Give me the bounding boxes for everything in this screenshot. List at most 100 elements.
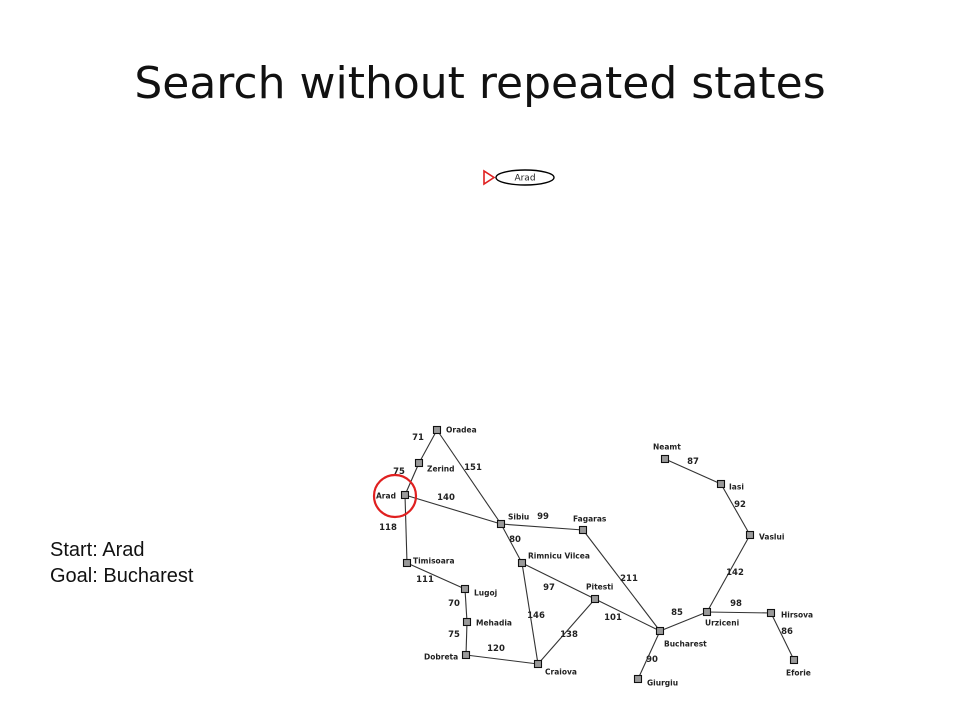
city-node-zerind [414, 458, 424, 468]
city-node-neamt [660, 454, 670, 464]
road-lugoj-mehadia [464, 588, 468, 623]
city-node-hirsova [766, 608, 776, 618]
city-label-dobreta: Dobreta [424, 653, 458, 662]
distance-label-fagaras-bucharest: 211 [620, 574, 638, 584]
city-node-lugoj [460, 584, 470, 594]
distance-label-mehadia-dobreta: 75 [448, 630, 460, 640]
road-pitesti-bucharest [594, 598, 661, 632]
city-label-fagaras: Fagaras [573, 515, 607, 524]
search-tree-root-node [495, 169, 555, 186]
city-label-mehadia: Mehadia [476, 619, 512, 628]
road-urziceni-hirsova [706, 611, 772, 614]
road-bucharest-giurgiu [637, 630, 661, 680]
city-node-arad [400, 490, 410, 500]
road-fagaras-bucharest [582, 529, 661, 632]
city-label-zerind: Zerind [427, 465, 455, 474]
road-arad-sibiu [404, 494, 502, 525]
city-label-craiova: Craiova [545, 668, 577, 677]
city-node-giurgiu [633, 674, 643, 684]
city-node-urziceni [702, 607, 712, 617]
road-dobreta-craiova [465, 654, 539, 665]
city-node-bucharest [655, 626, 665, 636]
distance-label-oradea-zerind: 71 [412, 433, 424, 443]
distance-label-arad-timisoara: 118 [379, 523, 397, 533]
distance-label-rimnicu-pitesti: 97 [543, 583, 555, 593]
road-rimnicu-craiova [521, 562, 539, 665]
problem-info: Start: Arad Goal: Bucharest [50, 537, 193, 589]
distance-label-timisoara-lugoj: 111 [416, 575, 434, 585]
city-node-mehadia [462, 617, 472, 627]
road-craiova-pitesti [537, 598, 596, 665]
road-sibiu-rimnicu [500, 523, 523, 564]
road-oradea-sibiu [436, 429, 502, 525]
city-node-rimnicu [517, 558, 527, 568]
city-label-urziceni: Urziceni [705, 619, 739, 628]
distance-label-hirsova-eforie: 86 [781, 627, 793, 637]
road-arad-timisoara [404, 494, 408, 564]
distance-label-iasi-neamt: 87 [687, 457, 699, 467]
city-label-hirsova: Hirsova [781, 611, 813, 620]
distance-label-lugoj-mehadia: 70 [448, 599, 460, 609]
map-cities [400, 425, 799, 684]
road-sibiu-fagaras [500, 523, 584, 531]
road-mehadia-dobreta [465, 621, 468, 656]
city-label-timisoara: Timisoara [413, 557, 455, 566]
goal-text: Goal: Bucharest [50, 565, 194, 587]
highlight-circle [372, 473, 418, 519]
city-node-iasi [716, 479, 726, 489]
distance-label-sibiu-rimnicu: 80 [509, 535, 521, 545]
city-label-iasi: Iasi [729, 483, 744, 492]
city-label-neamt: Neamt [653, 443, 681, 452]
road-zerind-arad [404, 462, 420, 496]
city-node-eforie [789, 655, 799, 665]
distance-label-urziceni-vaslui: 142 [726, 568, 744, 578]
road-vaslui-iasi [720, 483, 751, 536]
city-node-timisoara [402, 558, 412, 568]
start-text: Start: Arad [50, 539, 145, 561]
slide-title: Search without repeated states [134, 58, 826, 109]
distance-label-craiova-pitesti: 138 [560, 630, 578, 640]
city-node-fagaras [578, 525, 588, 535]
distance-label-urziceni-hirsova: 98 [730, 599, 742, 609]
city-label-bucharest: Bucharest [664, 640, 707, 649]
distance-label-vaslui-iasi: 92 [734, 500, 746, 510]
road-oradea-zerind [418, 429, 438, 464]
map-distances: 71 75 151 140 118 111 70 75 120 99 80 97 146 138 211 10… [379, 433, 793, 665]
city-label-arad: Arad [376, 492, 396, 501]
city-label-pitesti: Pitesti [586, 583, 613, 592]
road-urziceni-vaslui [706, 534, 751, 613]
road-rimnicu-pitesti [521, 562, 596, 600]
current-node-marker-icon [483, 169, 496, 186]
search-tree: Arad [483, 169, 555, 186]
city-node-sibiu [496, 519, 506, 529]
road-hirsova-eforie [770, 612, 795, 661]
city-node-craiova [533, 659, 543, 669]
distance-label-bucharest-giurgiu: 90 [646, 655, 658, 665]
map-roads [404, 429, 795, 680]
city-label-rimnicu: Rimnicu Vilcea [528, 552, 590, 561]
distance-label-sibiu-fagaras: 99 [537, 512, 549, 522]
road-bucharest-urziceni [659, 611, 708, 632]
city-label-eforie: Eforie [786, 669, 811, 678]
city-node-pitesti [590, 594, 600, 604]
city-node-vaslui [745, 530, 755, 540]
city-label-lugoj: Lugoj [474, 589, 497, 598]
city-node-dobreta [461, 650, 471, 660]
road-iasi-neamt [664, 458, 722, 485]
distance-label-rimnicu-craiova: 146 [527, 611, 545, 621]
city-label-oradea: Oradea [446, 426, 477, 435]
distance-label-arad-sibiu: 140 [437, 493, 455, 503]
city-node-oradea [432, 425, 442, 435]
city-label-vaslui: Vaslui [759, 533, 784, 542]
distance-label-dobreta-craiova: 120 [487, 644, 505, 654]
distance-label-pitesti-bucharest: 101 [604, 613, 622, 623]
city-label-sibiu: Sibiu [508, 513, 529, 522]
road-timisoara-lugoj [406, 562, 466, 590]
city-label-giurgiu: Giurgiu [647, 679, 678, 688]
distance-label-bucharest-urziceni: 85 [671, 608, 683, 618]
distance-label-zerind-arad: 75 [393, 467, 405, 477]
map-city-labels: OradeaZerindAradTimisoaraLugojMehadiaDob… [376, 426, 813, 688]
distance-label-oradea-sibiu: 151 [464, 463, 482, 473]
